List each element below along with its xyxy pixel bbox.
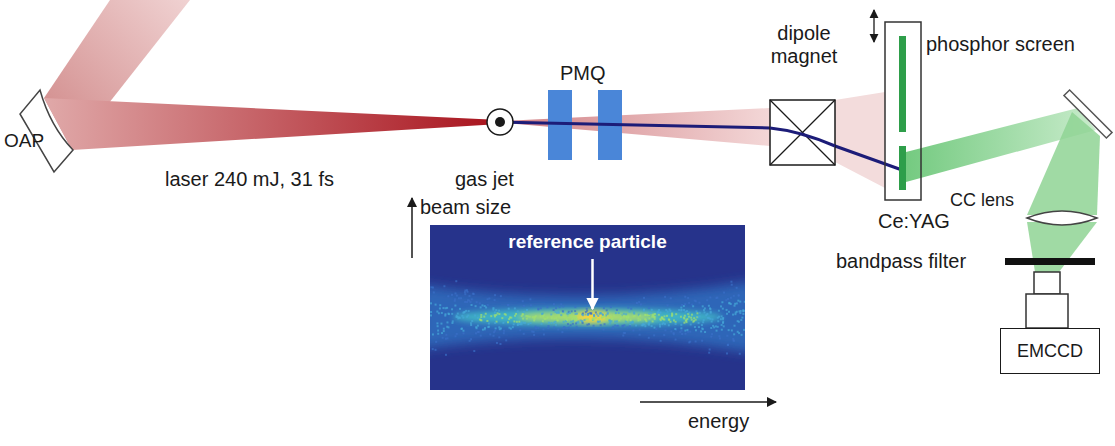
ce-yag-crystal: [899, 146, 906, 190]
cc-lens: [1027, 211, 1097, 225]
axis-arrow: [411, 198, 413, 258]
pointer-arrow: [591, 259, 594, 309]
bandpass-filter: [1005, 258, 1095, 265]
part-label: PMQ: [560, 62, 606, 85]
box-label: EMCCD: [1017, 341, 1083, 362]
fold-mirror: [1064, 90, 1112, 138]
part-label: CC lens: [950, 190, 1014, 211]
callout-label: reference particle: [430, 231, 745, 253]
part-label: dipole magnet: [760, 22, 848, 68]
electron-beam: [770, 128, 835, 146]
electron-beam: [500, 122, 902, 170]
diverging-laser: [835, 92, 885, 188]
translation-arrow: [873, 10, 874, 42]
laser-label: laser 240 mJ, 31 fs: [165, 168, 334, 191]
beam-profile-image: reference particle: [430, 225, 745, 390]
dipole-magnet: [770, 100, 835, 165]
dipole-magnet: [770, 100, 835, 165]
part-label: gas jet: [455, 168, 514, 191]
camera-lens: [1034, 272, 1060, 294]
axis-label: beam size: [420, 196, 511, 219]
axis-arrow: [640, 401, 776, 403]
focused-laser: [44, 98, 500, 150]
part-label: phosphor screen: [926, 33, 1075, 56]
part-label: Ce:YAG: [878, 210, 950, 233]
camera-lens: [1026, 294, 1068, 328]
screen-holder: [885, 22, 921, 200]
part-label: OAP: [4, 130, 44, 152]
scintillation-light: [1027, 112, 1100, 215]
gas-jet-nozzle: [495, 117, 505, 127]
phosphor-screen: [899, 36, 906, 132]
camera-box: EMCCD: [1000, 328, 1100, 374]
axis-label: energy: [688, 410, 749, 433]
dipole-magnet: [770, 100, 835, 165]
part-label: bandpass filter: [836, 250, 966, 273]
gas-jet-nozzle: [487, 109, 513, 135]
